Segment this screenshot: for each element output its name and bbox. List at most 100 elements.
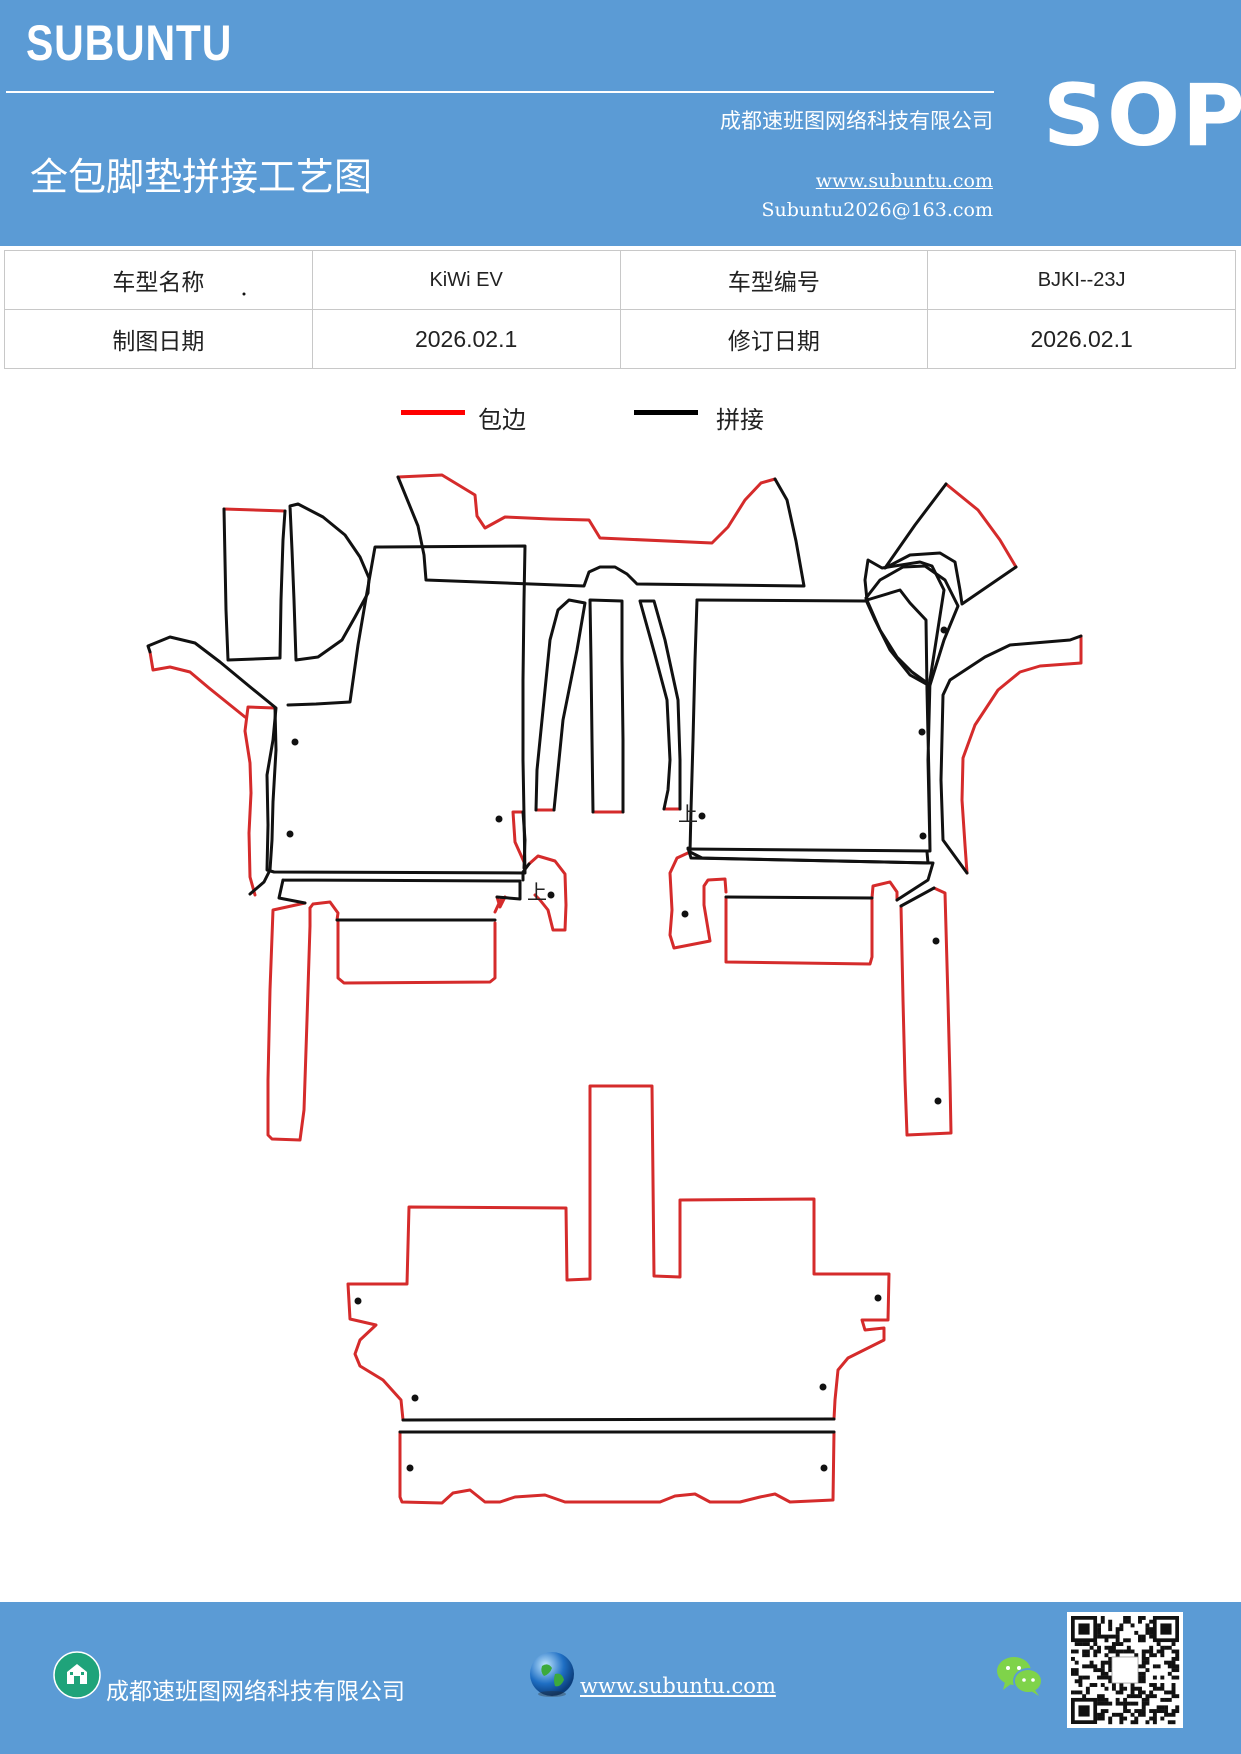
qr-module <box>1097 1627 1101 1632</box>
qr-module <box>1130 1712 1135 1717</box>
qr-module <box>1134 1720 1139 1725</box>
footer-banner: 成都速班图网络科技有限公司 www.subuntu.com <box>0 1602 1241 1754</box>
qr-module <box>1145 1660 1150 1665</box>
qr-module <box>1119 1642 1124 1646</box>
footer-url-link[interactable]: www.subuntu.com <box>580 1674 776 1698</box>
header-url-link[interactable]: www.subuntu.com <box>815 170 993 192</box>
qr-module <box>1108 1656 1113 1661</box>
qr-module <box>1104 1675 1109 1680</box>
right-piece-join <box>939 634 1083 875</box>
qr-module <box>1175 1675 1180 1680</box>
right-piece-join <box>686 558 946 853</box>
qr-module <box>1097 1649 1101 1654</box>
qr-module <box>1141 1649 1146 1654</box>
left-piece-join <box>248 706 278 896</box>
qr-module <box>1164 1705 1169 1710</box>
dot-marker <box>681 910 689 918</box>
qr-module <box>1167 1712 1172 1717</box>
qr-module <box>1115 1712 1120 1717</box>
model-code-value: BJKI--23J <box>927 250 1236 310</box>
right-lower-edge <box>724 895 874 966</box>
qr-module <box>1134 1653 1139 1658</box>
qr-module <box>1115 1642 1120 1646</box>
qr-module <box>1134 1630 1139 1635</box>
qr-module <box>1141 1712 1146 1717</box>
qr-module <box>1085 1690 1090 1695</box>
model-code-label: 车型编号 <box>619 250 929 310</box>
qr-module <box>1104 1645 1109 1650</box>
qr-module <box>1138 1709 1142 1714</box>
qr-module <box>1108 1701 1113 1706</box>
qr-module <box>1089 1683 1094 1687</box>
legend-join-label: 拼接 <box>716 406 764 434</box>
right-piece-join <box>695 598 867 603</box>
qr-module <box>1171 1686 1176 1691</box>
qr-module <box>1156 1664 1161 1669</box>
qr-module <box>1156 1686 1161 1691</box>
tunnel-edge <box>396 473 777 545</box>
qr-module <box>1149 1716 1154 1721</box>
qr-module <box>1171 1720 1176 1725</box>
qr-module <box>1115 1627 1120 1632</box>
qr-module <box>1171 1683 1176 1687</box>
qr-module <box>1156 1649 1161 1654</box>
qr-module <box>1100 1675 1105 1680</box>
dot-marker <box>406 1464 414 1472</box>
right-small-edge <box>668 850 728 950</box>
header-divider <box>6 91 994 93</box>
qr-module <box>1152 1686 1157 1691</box>
draw-date-label: 制图日期 <box>4 309 313 369</box>
qr-module <box>1130 1649 1135 1654</box>
qr-module <box>1093 1653 1098 1658</box>
qr-module <box>1149 1649 1154 1654</box>
qr-module <box>1085 1653 1090 1658</box>
qr-module <box>1152 1694 1157 1699</box>
draw-date-value: 2026.02.1 <box>311 309 621 369</box>
qr-module <box>1171 1712 1176 1717</box>
left-small-edge <box>511 810 526 864</box>
qr-module <box>1104 1701 1109 1706</box>
dot-marker <box>495 815 503 823</box>
qr-module <box>1152 1716 1157 1721</box>
qr-module <box>1141 1675 1146 1680</box>
spike-join <box>588 598 625 814</box>
dot-marker <box>547 891 555 899</box>
qr-module <box>1175 1694 1180 1699</box>
qr-module <box>1093 1668 1098 1673</box>
right-lower-edge <box>899 886 953 1137</box>
qr-module <box>1115 1649 1120 1654</box>
header-banner: SUBUNTU 成都速班图网络科技有限公司 全包脚垫拼接工艺图 www.subu… <box>0 0 1241 246</box>
qr-module <box>1160 1705 1165 1710</box>
qr-module <box>1149 1627 1154 1632</box>
qr-module <box>1078 1690 1083 1695</box>
qr-module <box>1108 1679 1113 1684</box>
left-piece-edge <box>243 705 277 897</box>
dot-marker <box>932 937 940 945</box>
qr-module <box>1100 1709 1105 1714</box>
wechat-icon[interactable] <box>995 1654 1045 1698</box>
qr-module <box>1171 1690 1176 1695</box>
qr-module <box>1149 1645 1154 1650</box>
right-piece-join <box>864 564 960 687</box>
qr-module <box>1171 1709 1176 1714</box>
model-name-value: KiWi EV <box>311 250 621 310</box>
qr-module <box>1119 1701 1124 1706</box>
qr-module <box>1078 1675 1083 1680</box>
left-piece-edge <box>148 650 247 719</box>
qr-module <box>1126 1619 1131 1624</box>
qr-code[interactable] <box>1067 1612 1183 1728</box>
qr-module <box>1108 1675 1113 1680</box>
qr-module <box>1108 1649 1113 1654</box>
dot-marker <box>291 738 299 746</box>
qr-module <box>1119 1716 1124 1721</box>
left-piece-edge <box>222 507 287 513</box>
qr-module <box>1123 1649 1128 1654</box>
qr-module <box>1149 1634 1154 1639</box>
qr-module <box>1100 1616 1105 1620</box>
left-lower-join <box>277 878 522 922</box>
qr-module <box>1134 1709 1139 1714</box>
qr-module <box>1082 1649 1087 1654</box>
qr-module <box>1115 1690 1120 1695</box>
qr-module <box>1145 1627 1150 1632</box>
qr-module <box>1138 1616 1142 1620</box>
